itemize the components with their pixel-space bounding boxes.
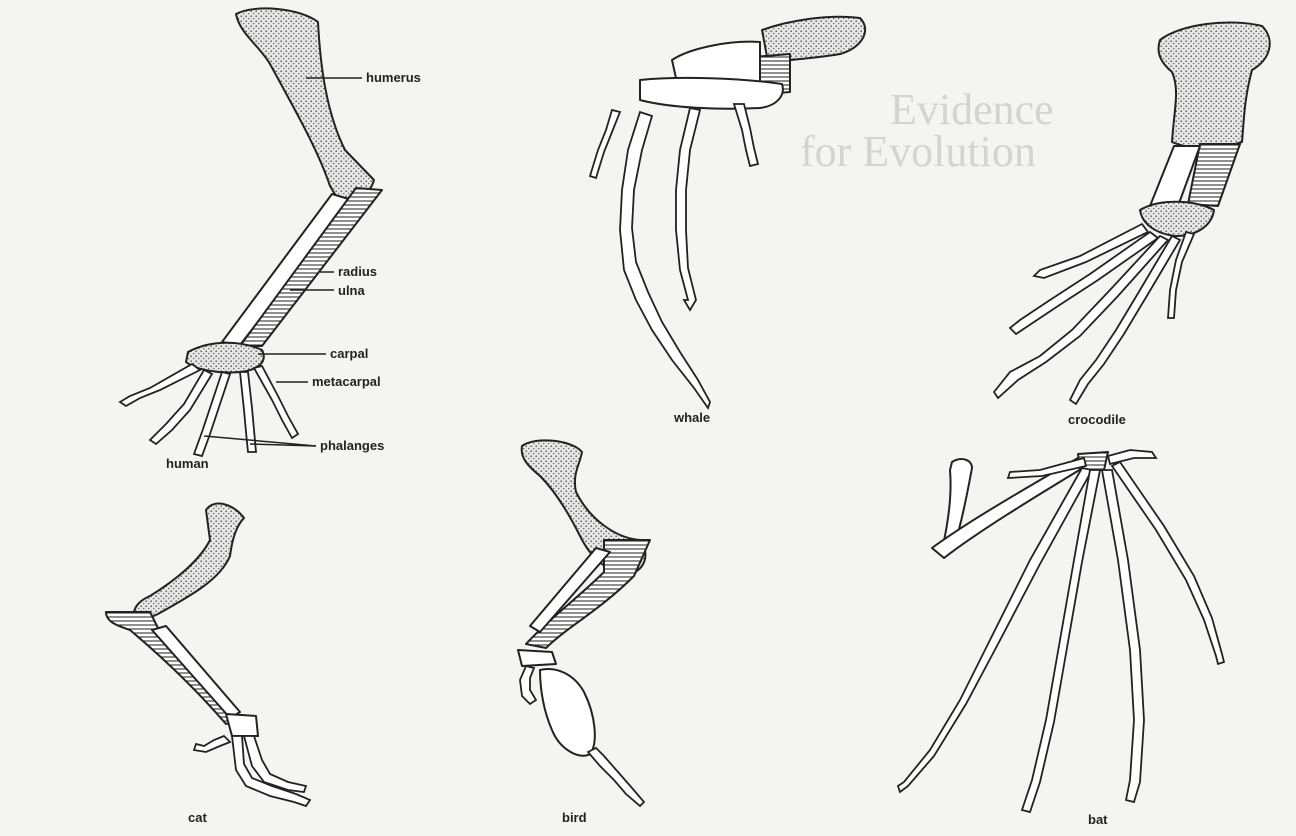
human-radius — [222, 194, 352, 345]
label-metacarpal: metacarpal — [312, 374, 381, 389]
bird-carpals — [518, 650, 556, 666]
label-human: human — [166, 456, 209, 471]
bird-digit — [588, 748, 644, 806]
label-radius: radius — [338, 264, 377, 279]
whale-digits — [590, 104, 758, 408]
cat-carpals — [226, 714, 258, 736]
cat-radius — [152, 626, 240, 718]
bat-wing — [898, 450, 1224, 812]
label-ulna: ulna — [338, 283, 365, 298]
crocodile-humerus — [1159, 22, 1270, 148]
label-crocodile: crocodile — [1068, 412, 1126, 427]
label-whale: whale — [674, 410, 710, 425]
label-bird: bird — [562, 810, 587, 825]
bird-wing — [518, 440, 650, 806]
crocodile-carpals — [1140, 202, 1214, 236]
bat-digits — [898, 450, 1224, 812]
bird-carpometacarpus — [540, 669, 595, 756]
cat-limb — [106, 504, 310, 806]
label-humerus: humerus — [366, 70, 421, 85]
bird-alula — [520, 666, 536, 704]
cat-digits — [194, 736, 310, 806]
whale-flipper — [590, 17, 865, 408]
crocodile-digits — [994, 224, 1194, 404]
label-cat: cat — [188, 810, 207, 825]
crocodile-limb — [994, 22, 1270, 404]
label-bat: bat — [1088, 812, 1108, 827]
cat-humerus — [134, 504, 244, 624]
label-carpal: carpal — [330, 346, 368, 361]
human-humerus — [236, 8, 374, 198]
whale-carpals — [640, 78, 783, 109]
label-phalanges: phalanges — [320, 438, 384, 453]
